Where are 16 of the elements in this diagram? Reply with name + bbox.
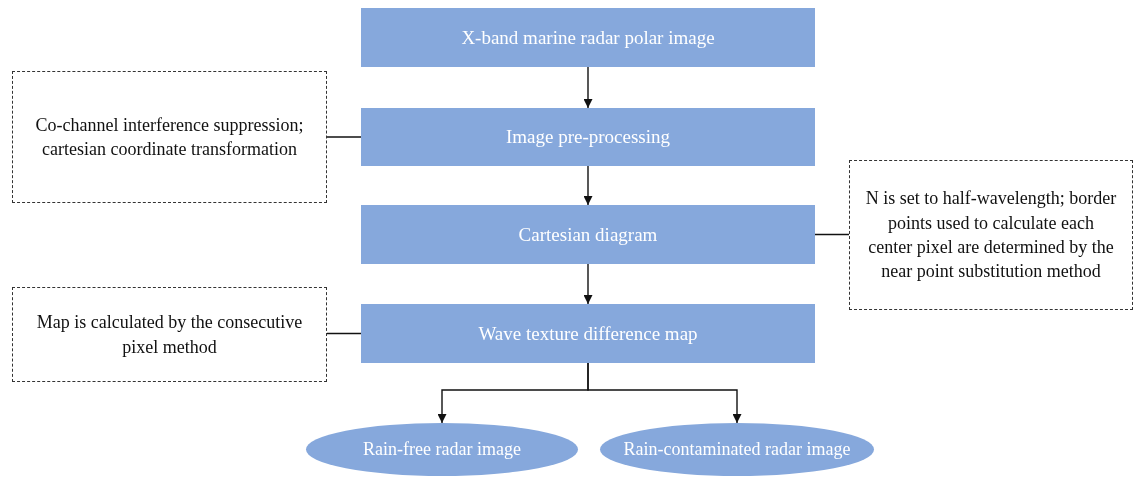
- process-box: Wave texture difference map: [361, 304, 815, 363]
- connector-line: [326, 136, 362, 138]
- annotation-box: Map is calculated by the consecutive pixel method: [12, 287, 327, 382]
- annotation-box: Co-channel interference suppression; cartesian coordinate transformation: [12, 71, 327, 203]
- arrow: [587, 362, 742, 424]
- process-box: X-band marine radar polar image: [361, 8, 815, 67]
- output-ellipse: Rain-free radar image: [306, 423, 578, 476]
- arrow: [583, 263, 593, 305]
- output-ellipse: Rain-contaminated radar image: [600, 423, 874, 476]
- connector-line: [326, 332, 362, 335]
- process-box: Image pre-processing: [361, 108, 815, 166]
- annotation-box: N is set to half-wavelength; border points used to calculate each center pixel are determined by the near point substitution method: [849, 160, 1133, 310]
- arrow: [583, 165, 593, 206]
- arrow: [583, 66, 593, 109]
- process-box: Cartesian diagram: [361, 205, 815, 264]
- connector-line: [814, 233, 850, 236]
